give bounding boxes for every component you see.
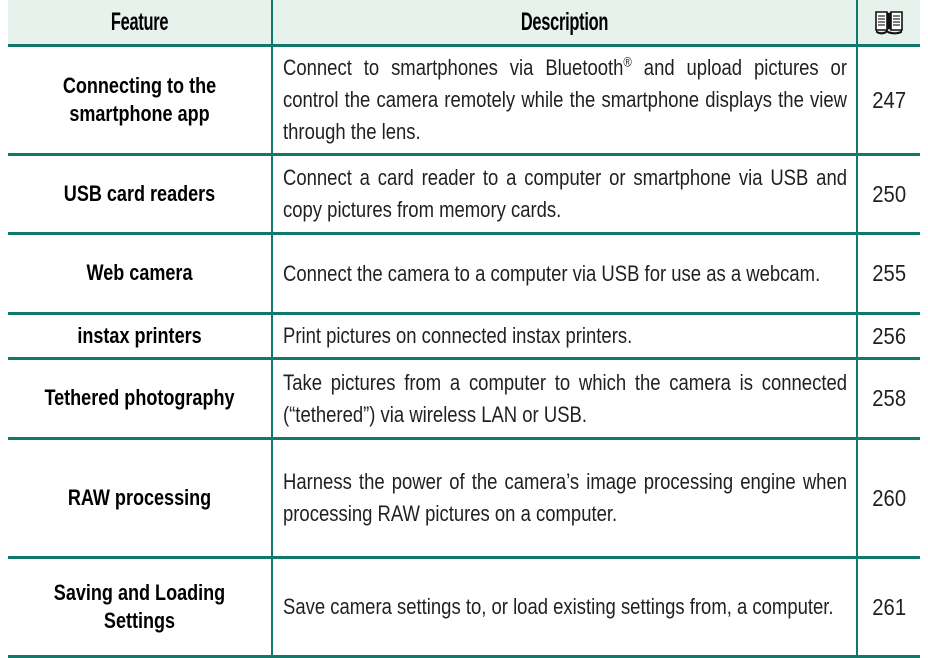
feature-cell: RAW processing [8, 438, 272, 559]
table-body: Connecting to the smartphone app Connect… [8, 45, 920, 657]
table-row: USB card readers Connect a card reader t… [8, 154, 920, 235]
feature-cell: Web camera [8, 233, 272, 315]
feature-cell: Saving and Loading Settings [8, 558, 272, 657]
page-number: 258 [872, 385, 906, 411]
feature-label: instax printers [77, 322, 202, 348]
table-row: Saving and Loading Settings Save camera … [8, 557, 920, 657]
description-text: Connect a card reader to a computer or s… [283, 165, 848, 222]
feature-label: Tethered photography [44, 385, 235, 411]
page-number: 247 [872, 86, 906, 113]
page-number: 250 [872, 180, 906, 207]
column-header-feature-label: Feature [110, 7, 169, 36]
feature-label: RAW processing [67, 484, 212, 510]
feature-cell: Connecting to the smartphone app [8, 45, 272, 156]
description-text: Take pictures from a computer to which t… [283, 369, 848, 427]
description-cell: Connect to smartphones via Bluetooth® an… [271, 45, 858, 156]
page-number-cell: 247 [857, 45, 920, 156]
page-number-cell: 261 [857, 558, 920, 657]
description-text: Print pictures on connected instax print… [283, 323, 633, 349]
table-row: Connecting to the smartphone app Connect… [8, 45, 920, 156]
description-cell: Harness the power of the camera’s image … [271, 438, 858, 559]
table-row: instax printers Print pictures on connec… [8, 313, 920, 360]
description-text-post: and upload pictures or control the camer… [283, 55, 848, 144]
feature-label: Web camera [86, 260, 193, 286]
page-number-cell: 250 [857, 154, 920, 235]
feature-label: Connecting to the smartphone app [62, 72, 217, 126]
open-book-icon [874, 9, 904, 35]
column-header-description: Description [323, 0, 806, 47]
page-number-cell: 258 [857, 358, 920, 440]
page-number-cell: 255 [857, 233, 920, 315]
page-number: 260 [872, 484, 906, 511]
description-text-pre: Connect to smartphones via Bluetooth [283, 55, 624, 81]
table-row: Tethered photography Take pictures from … [8, 358, 920, 440]
page-number: 261 [872, 593, 906, 620]
registered-mark: ® [623, 55, 632, 71]
table-row: RAW processing Harness the power of the … [8, 438, 920, 559]
description-cell: Connect the camera to a computer via USB… [271, 233, 858, 315]
feature-label: USB card readers [63, 180, 216, 206]
page-number-cell: 256 [857, 313, 920, 360]
description-cell: Connect a card reader to a computer or s… [271, 154, 858, 235]
column-header-description-label: Description [520, 7, 609, 36]
page-number-cell: 260 [857, 438, 920, 559]
column-header-page [857, 0, 920, 47]
feature-table: Feature Description [8, 0, 920, 658]
feature-cell: USB card readers [8, 154, 272, 235]
table-header: Feature Description [8, 0, 920, 47]
page-number: 255 [872, 260, 906, 286]
column-header-feature: Feature [31, 0, 249, 47]
description-cell: Print pictures on connected instax print… [271, 313, 858, 360]
feature-label: Saving and Loading Settings [53, 579, 226, 633]
feature-cell: Tethered photography [8, 358, 272, 440]
page-number: 256 [872, 322, 906, 349]
table-row: Web camera Connect the camera to a compu… [8, 233, 920, 315]
description-text: Save camera settings to, or load existin… [283, 594, 834, 620]
description-cell: Save camera settings to, or load existin… [271, 557, 858, 657]
description-text: Harness the power of the camera’s image … [283, 469, 848, 526]
description-cell: Take pictures from a computer to which t… [271, 358, 858, 440]
description-text: Connect the camera to a computer via USB… [283, 260, 821, 286]
header-row: Feature Description [8, 0, 920, 47]
description-text: Connect to smartphones via Bluetooth® an… [283, 52, 847, 147]
feature-cell: instax printers [8, 313, 272, 360]
